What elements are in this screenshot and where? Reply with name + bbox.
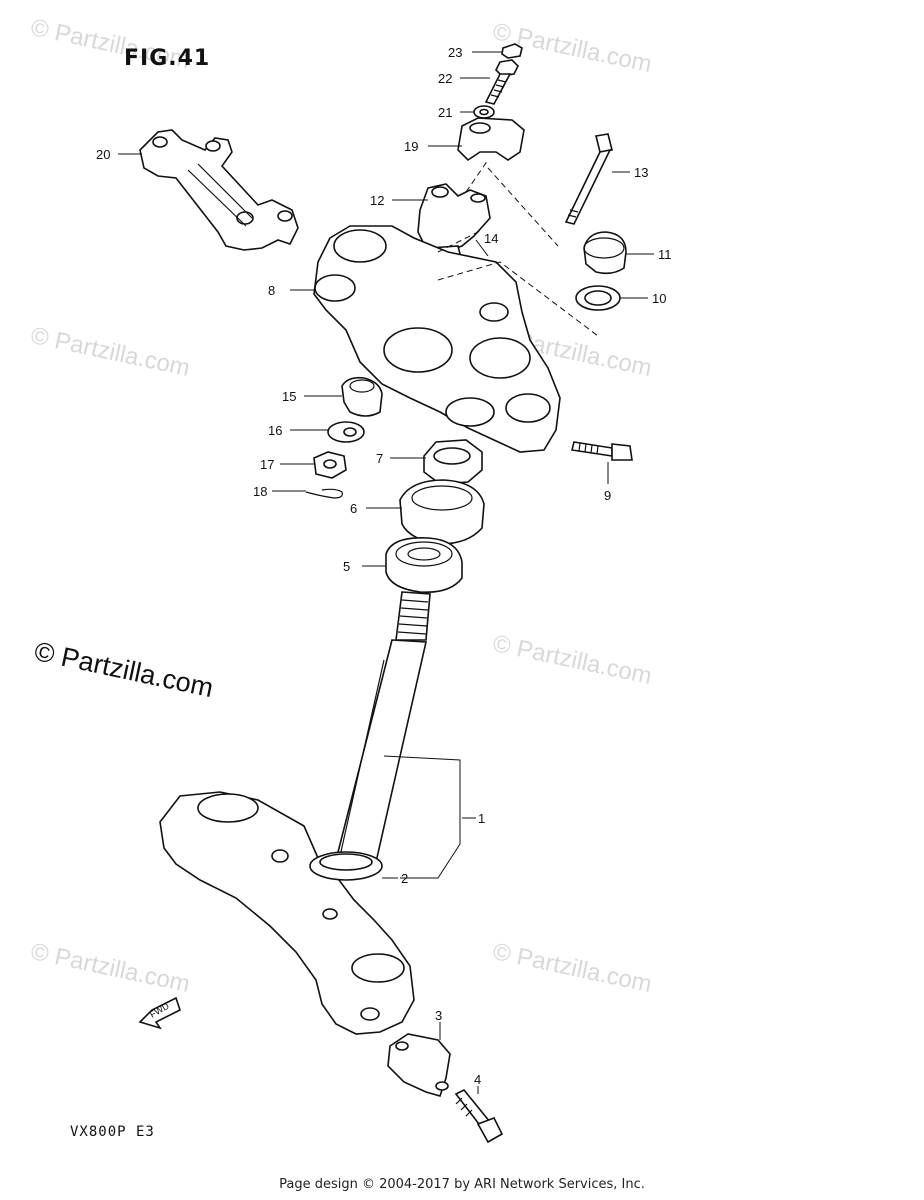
part-9-bolt (571, 441, 633, 461)
part-18-cotter-pin (305, 488, 343, 499)
callout-numbers: 1 2 3 4 5 6 7 8 9 10 11 12 13 14 15 16 1… (96, 45, 672, 1087)
callout-6: 6 (350, 501, 357, 516)
callout-21: 21 (438, 105, 452, 120)
page-footer: Page design © 2004-2017 by ARI Network S… (279, 1177, 645, 1192)
callout-9: 9 (604, 488, 611, 503)
part-15-rubber (341, 376, 383, 417)
callout-8: 8 (268, 283, 275, 298)
part-21-washer (473, 105, 495, 119)
callout-3: 3 (435, 1008, 442, 1023)
part-13-bolt (564, 133, 613, 225)
callout-19: 19 (404, 139, 418, 154)
part-17-nut (313, 451, 347, 479)
callout-7: 7 (376, 451, 383, 466)
leader-lines (118, 51, 654, 1094)
part-2-seal (309, 851, 383, 881)
part-5-bearing (385, 537, 463, 594)
part-16-washer (327, 421, 365, 443)
callout-11: 11 (658, 247, 672, 262)
figure-title: FIG.41 (124, 46, 211, 71)
fwd-arrow-icon: FWD (138, 996, 181, 1030)
part-8-upper-bracket (313, 225, 561, 453)
part-1-stem-lower-bracket (159, 591, 431, 1035)
reference-lines (383, 159, 599, 879)
callout-10: 10 (652, 291, 666, 306)
callout-15: 15 (282, 389, 296, 404)
callout-13: 13 (634, 165, 648, 180)
callout-4: 4 (474, 1072, 481, 1087)
callout-23: 23 (448, 45, 462, 60)
part-10-washer (575, 285, 621, 311)
callout-5: 5 (343, 559, 350, 574)
callout-17: 17 (260, 457, 274, 472)
part-19-holder (457, 117, 525, 162)
part-3-clamp (387, 1033, 451, 1097)
callout-18: 18 (253, 484, 267, 499)
part-7-steering-nut (423, 439, 483, 485)
callout-14: 14 (484, 231, 498, 246)
part-11-cap (583, 231, 627, 275)
part-23-cap (501, 43, 523, 59)
callout-12: 12 (370, 193, 384, 208)
callout-2: 2 (401, 871, 408, 886)
model-code: VX800P E3 (70, 1124, 155, 1140)
callout-16: 16 (268, 423, 282, 438)
callout-20: 20 (96, 147, 110, 162)
part-6-bearing-cover (399, 479, 485, 545)
part-20-holder-plate (139, 129, 299, 251)
part-22-bolt (484, 59, 519, 105)
callout-22: 22 (438, 71, 452, 86)
callout-1: 1 (478, 811, 485, 826)
part-4-bolt (454, 1088, 504, 1144)
